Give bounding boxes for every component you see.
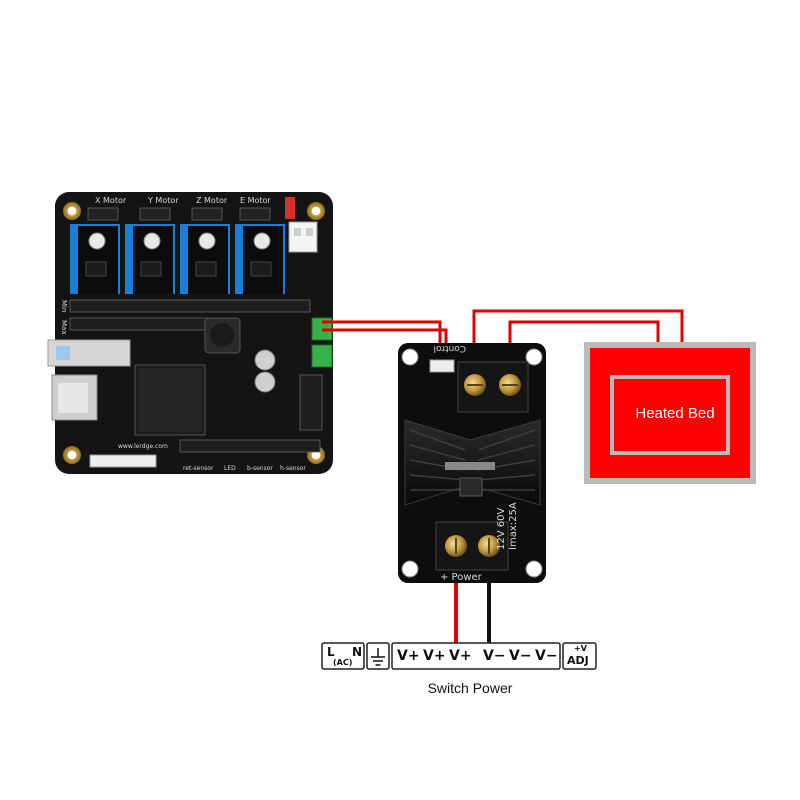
motor-label-x: X Motor xyxy=(95,196,127,205)
bed-wire xyxy=(472,309,684,370)
terminal-l-label: L xyxy=(327,645,335,659)
sensor-label-b: b-sensor xyxy=(247,465,273,472)
pin-header xyxy=(69,299,311,313)
stepper-driver-y xyxy=(125,224,175,294)
terminal-ac xyxy=(321,642,365,670)
ribbon-connector xyxy=(89,454,157,468)
capacitor xyxy=(254,371,276,393)
terminal-plusv-label: +V xyxy=(574,644,587,653)
ground-icon xyxy=(371,648,385,666)
terminal-adj xyxy=(562,642,597,670)
terminal-n-label: N xyxy=(352,645,363,659)
stepper-drivers xyxy=(70,224,285,294)
mount-hole xyxy=(63,446,81,464)
stepper-driver-e xyxy=(235,224,285,294)
motor-label-z: Z Motor xyxy=(196,196,228,205)
controller-board: X Motor Y Motor Z Motor E Motor xyxy=(47,192,333,474)
terminal-adj-label: ADJ xyxy=(567,654,589,667)
terminal-vplus-1: V+ xyxy=(397,648,420,664)
psu-terminal-strip xyxy=(321,642,597,670)
terminal-ac-label: (AC) xyxy=(333,658,353,667)
mount-hole xyxy=(63,202,81,220)
sensor-label-led: LED xyxy=(224,465,236,472)
rating-line-1: 12V 60V xyxy=(496,508,507,550)
motor-connector xyxy=(139,207,171,221)
power-label: + Power xyxy=(440,572,483,583)
sensor-label-ret: ret-sensor xyxy=(183,465,214,472)
endstop-header xyxy=(69,317,211,331)
switch-power-caption: Switch Power xyxy=(427,680,513,696)
sensor-header xyxy=(179,439,321,453)
fuse xyxy=(285,197,295,219)
motor-connector xyxy=(239,207,271,221)
label-max: Max xyxy=(60,320,68,334)
side-header xyxy=(299,374,323,431)
control-label: Control xyxy=(433,343,466,353)
mount-hole xyxy=(307,202,325,220)
motor-label-e: E Motor xyxy=(240,196,271,205)
website-label: www.lerdge.com xyxy=(118,443,168,450)
label-min: Min xyxy=(60,300,68,312)
terminal-vplus-2: V+ xyxy=(423,648,446,664)
sensor-label-h: h-sensor xyxy=(280,465,306,472)
heatsink xyxy=(404,419,541,506)
terminal-vplus-3: V+ xyxy=(449,648,472,664)
stepper-driver-x xyxy=(70,224,120,294)
capacitor xyxy=(254,349,276,371)
power-connector xyxy=(288,221,318,253)
motor-connector xyxy=(191,207,223,221)
terminal-vminus-2: V− xyxy=(509,648,532,664)
rating-line-2: Imax:25A xyxy=(508,502,519,550)
terminal-vminus-3: V− xyxy=(535,648,558,664)
motor-label-y: Y Motor xyxy=(147,196,179,205)
stepper-driver-z xyxy=(180,224,230,294)
terminal-dc xyxy=(391,642,561,670)
motor-connector xyxy=(87,207,119,221)
heated-bed xyxy=(584,342,756,484)
mosfet-module: Control 12V 60V xyxy=(398,343,546,583)
control-connector xyxy=(429,359,455,373)
green-terminal-block xyxy=(311,344,333,368)
terminal-vminus-1: V− xyxy=(483,648,506,664)
heated-bed-label: Heated Bed xyxy=(635,405,715,422)
